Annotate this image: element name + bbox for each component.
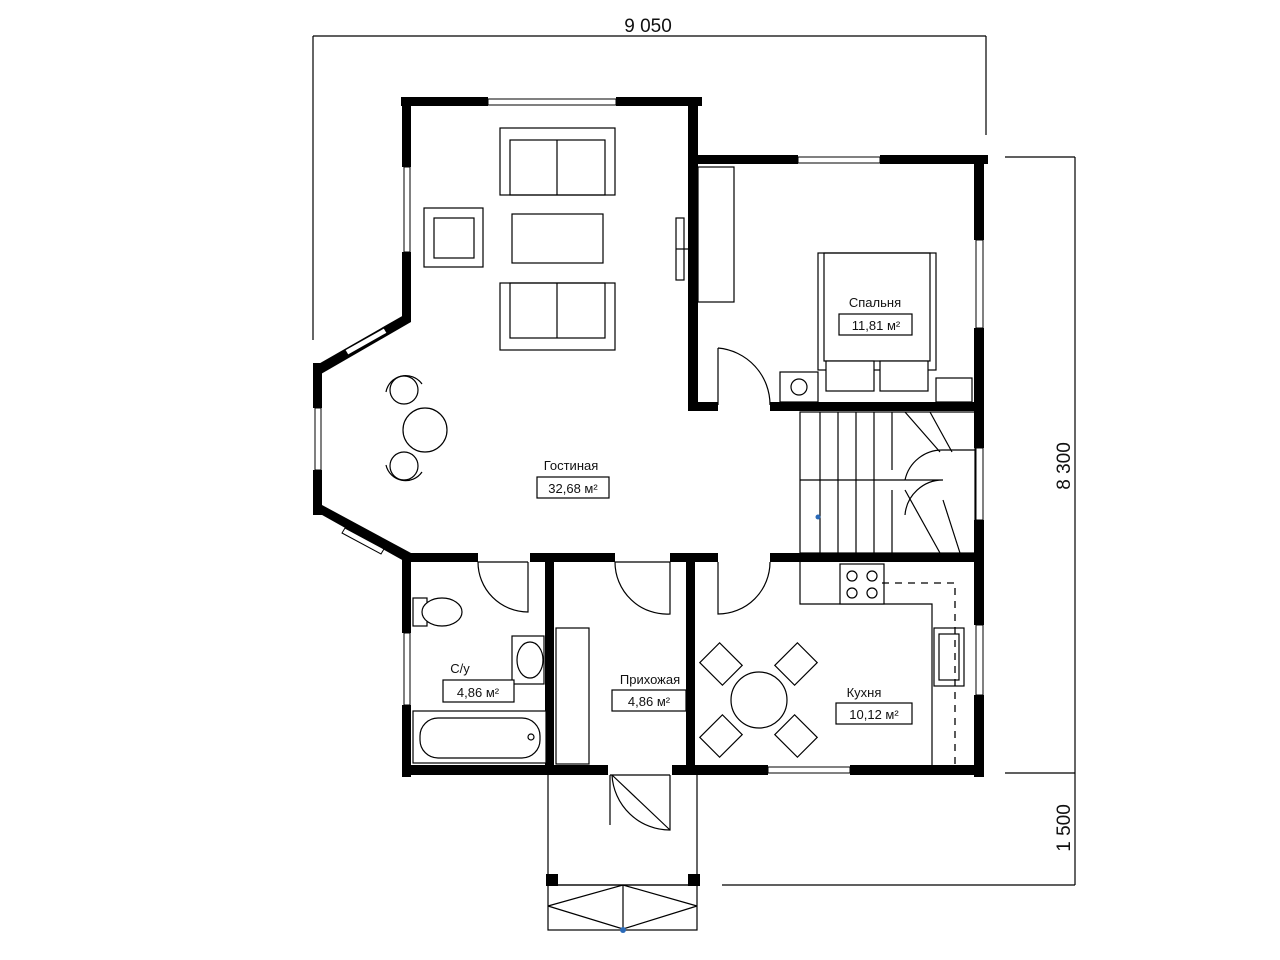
living-room-name: Гостиная: [544, 458, 599, 473]
bathroom-area: 4,86 м²: [457, 685, 500, 700]
porch-dimension: 1 500: [1054, 804, 1075, 852]
kitchen-name: Кухня: [847, 685, 882, 700]
room-label-living: Гостиная 32,68 м²: [536, 458, 610, 499]
bathroom-name: С/у: [450, 661, 470, 676]
room-label-hallway: Прихожая 4,86 м²: [611, 672, 687, 712]
room-label-kitchen: Кухня 10,12 м²: [835, 685, 913, 725]
porch: [546, 775, 700, 933]
hallway-area: 4,86 м²: [628, 694, 671, 709]
dimension-lines: 9 050 8 300 1 500: [312, 16, 1076, 886]
kitchen-furniture: [698, 562, 965, 765]
living-furniture: [385, 127, 688, 482]
room-label-bathroom: С/у 4,86 м²: [442, 661, 515, 703]
living-room-area: 32,68 м²: [548, 481, 598, 496]
width-dimension: 9 050: [624, 16, 672, 37]
bedroom-area: 11,81 м²: [852, 318, 901, 333]
hallway-name: Прихожая: [620, 672, 680, 687]
kitchen-area: 10,12 м²: [849, 707, 899, 722]
hallway-furniture: [555, 627, 590, 765]
room-label-bedroom: Спальня 11,81 м²: [838, 295, 913, 336]
depth-dimension: 8 300: [1054, 442, 1075, 490]
doors: [477, 347, 771, 831]
staircase: [799, 411, 976, 554]
bathroom-fixtures: [412, 597, 547, 764]
walls: [313, 97, 988, 777]
bedroom-name: Спальня: [849, 295, 901, 310]
bedroom-furniture: [697, 166, 973, 403]
